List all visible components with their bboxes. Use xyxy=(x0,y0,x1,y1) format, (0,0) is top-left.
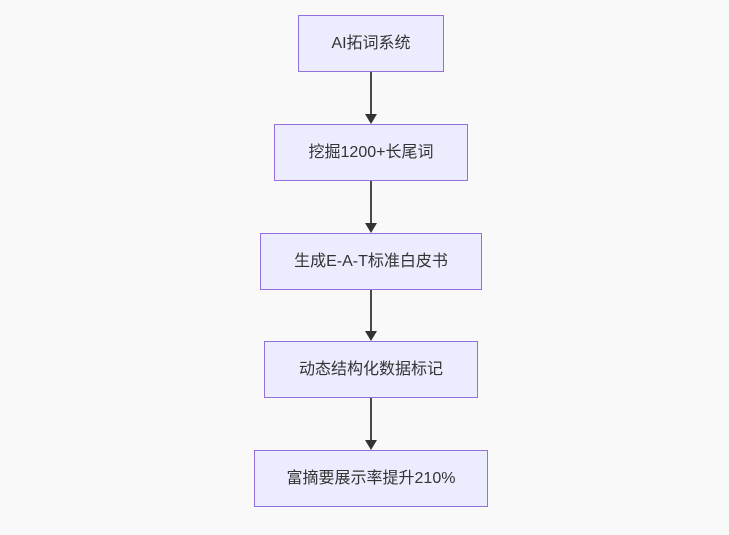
flowchart-node-rich-snippet-result: 富摘要展示率提升210% xyxy=(254,450,488,507)
flowchart-node-longtail-keywords: 挖掘1200+长尾词 xyxy=(274,124,468,181)
node-label: 挖掘1200+长尾词 xyxy=(308,143,434,161)
flowchart-edge-3 xyxy=(365,290,377,341)
arrow-head-icon xyxy=(365,223,377,233)
arrow-head-icon xyxy=(365,114,377,124)
arrow-line xyxy=(370,398,372,440)
flowchart-edge-2 xyxy=(365,181,377,233)
arrow-line xyxy=(370,72,372,114)
arrow-head-icon xyxy=(365,440,377,450)
node-label: 生成E-A-T标准白皮书 xyxy=(294,252,448,270)
node-label: 富摘要展示率提升210% xyxy=(286,469,456,487)
arrow-head-icon xyxy=(365,331,377,341)
flowchart-edge-1 xyxy=(365,72,377,124)
flowchart-node-eat-whitepaper: 生成E-A-T标准白皮书 xyxy=(260,233,482,290)
node-label: 动态结构化数据标记 xyxy=(298,360,443,378)
node-label: AI拓词系统 xyxy=(331,34,411,52)
arrow-line xyxy=(370,290,372,331)
flowchart-node-ai-word-system: AI拓词系统 xyxy=(298,15,444,72)
flowchart-node-structured-data: 动态结构化数据标记 xyxy=(264,341,478,398)
arrow-line xyxy=(370,181,372,223)
flowchart-edge-4 xyxy=(365,398,377,450)
